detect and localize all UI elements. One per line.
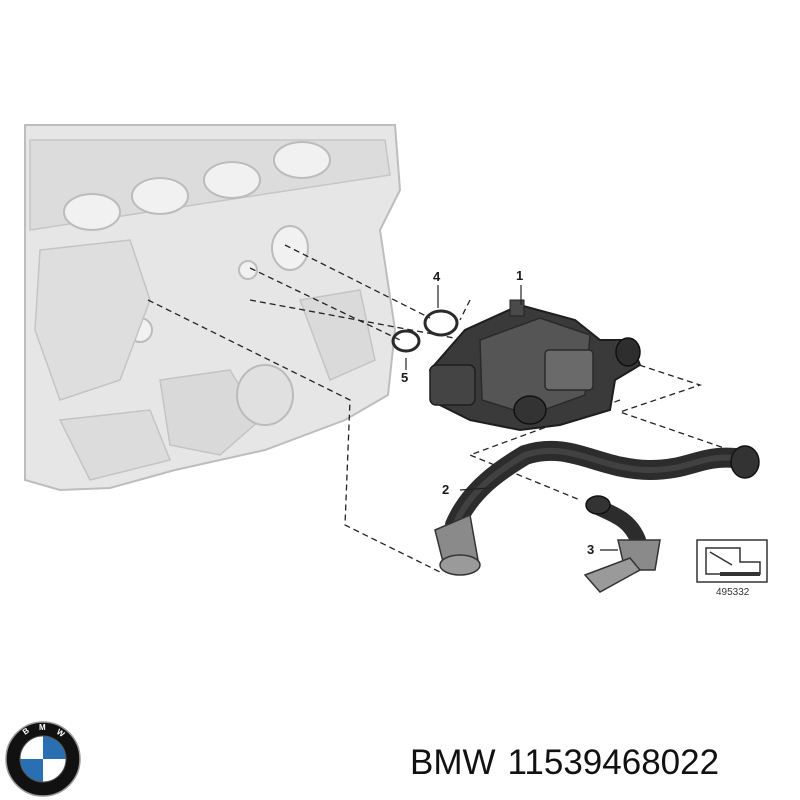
brand-name: BMW [410, 743, 496, 782]
callout-3: 3 [587, 542, 594, 557]
engine-block [24, 124, 402, 492]
svg-text:W: W [55, 727, 67, 739]
callout-2: 2 [442, 482, 449, 497]
svg-text:M: M [39, 723, 46, 732]
callout-1: 1 [516, 268, 523, 283]
part-number: 11539468022 [507, 743, 720, 782]
part-caption: BMW 11539468022 [410, 738, 800, 788]
o-ring-part-4 [423, 309, 459, 337]
bmw-logo: B M W [5, 721, 81, 797]
callout-4: 4 [433, 269, 441, 284]
coolant-hose-part-2 [434, 440, 760, 576]
small-hose-part-3 [583, 495, 661, 593]
o-ring-part-5 [391, 329, 421, 353]
reference-box [696, 539, 768, 583]
svg-text:B: B [21, 726, 31, 737]
callout-5: 5 [401, 370, 408, 385]
thermostat-housing-part-1 [428, 299, 642, 432]
reference-number: 495332 [716, 587, 750, 598]
callout-leaders [405, 285, 618, 551]
